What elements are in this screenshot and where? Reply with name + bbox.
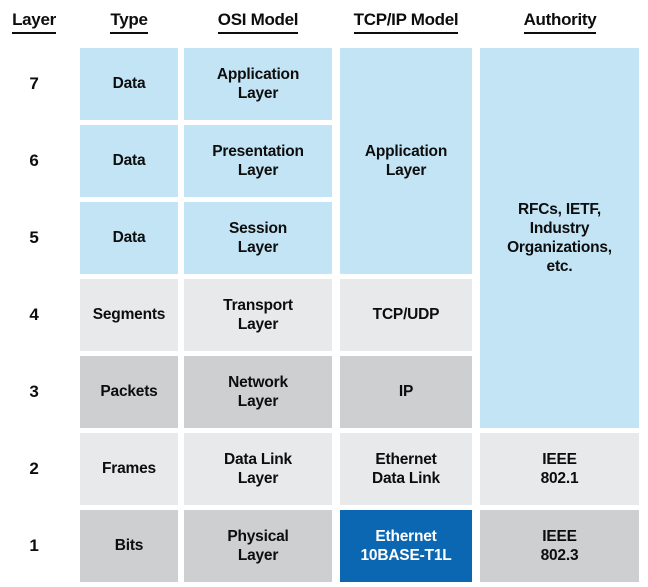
tcpip-cell-tcp-udp: TCP/UDP [340, 279, 472, 351]
type-cell-layer-7: Data [80, 48, 178, 120]
column-header-layer-label: Layer [12, 10, 56, 34]
tcpip-cell-ethernet-data-link-line1: Ethernet [375, 450, 437, 468]
osi-cell-layer-5-line1: Session [228, 219, 288, 237]
authority-cell-ieee-802-1: IEEE 802.1 [480, 433, 639, 505]
type-cell-layer-5: Data [80, 202, 178, 274]
tcpip-cell-ethernet-10base-t1l-highlighted: Ethernet 10BASE-T1L [340, 510, 472, 582]
tcpip-cell-ip: IP [340, 356, 472, 428]
column-header-authority-label: Authority [523, 10, 597, 34]
column-header-type-label: Type [110, 10, 148, 34]
layer-number-1: 1 [29, 535, 39, 555]
authority-cell-rfcs-ietf-line4: etc. [546, 258, 573, 276]
type-cell-layer-6: Data [80, 125, 178, 197]
osi-cell-layer-1-line1: Physical [227, 527, 289, 545]
tcpip-cell-ethernet-10base-t1l-line2: 10BASE-T1L [360, 547, 452, 564]
layer-number-6: 6 [29, 150, 39, 170]
osi-cell-layer-6-line1: Presentation [212, 142, 304, 160]
authority-cell-rfcs-ietf: RFCs, IETF, Industry Organizations, etc. [480, 48, 639, 428]
column-header-tcpip-model: TCP/IP Model [340, 10, 472, 34]
authority-cell-rfcs-ietf-line3: Organizations, [507, 239, 612, 256]
tcpip-cell-ip-line1: IP [398, 383, 414, 401]
osi-cell-layer-4-line1: Transport [223, 296, 293, 314]
osi-cell-layer-1-line2: Layer [237, 547, 279, 564]
column-header-type: Type [80, 10, 178, 34]
layer-number-5: 5 [29, 227, 39, 247]
osi-cell-layer-2-line2: Layer [237, 470, 279, 487]
authority-cell-ieee-802-3-line2: 802.3 [540, 547, 579, 564]
osi-cell-layer-3-line1: Network [228, 373, 288, 391]
osi-cell-layer-5-line2: Layer [237, 239, 279, 256]
authority-cell-ieee-802-3-line1: IEEE [542, 527, 577, 545]
osi-cell-layer-7-line1: Application [216, 65, 300, 83]
column-header-osi-model: OSI Model [184, 10, 332, 34]
column-header-authority: Authority [480, 10, 640, 34]
authority-cell-rfcs-ietf-line1: RFCs, IETF, [517, 200, 602, 218]
osi-cell-layer-4-line2: Layer [237, 316, 279, 333]
osi-cell-layer-2-line1: Data Link [224, 450, 292, 468]
tcpip-cell-application-layer-line2: Layer [385, 162, 427, 179]
layer-number-7: 7 [29, 73, 39, 93]
authority-cell-ieee-802-3: IEEE 802.3 [480, 510, 639, 582]
tcpip-cell-ethernet-10base-t1l-line1: Ethernet [375, 527, 437, 545]
osi-cell-layer-7-line2: Layer [237, 85, 279, 102]
column-header-osi-model-label: OSI Model [217, 10, 299, 34]
authority-cell-rfcs-ietf-line2: Industry [529, 219, 590, 237]
authority-cell-ieee-802-1-line1: IEEE [542, 450, 577, 468]
layer-number-3: 3 [29, 381, 39, 401]
type-cell-layer-4: Segments [80, 279, 178, 351]
tcpip-cell-application-layer-line1: Application [364, 142, 448, 160]
type-cell-layer-2: Frames [80, 433, 178, 505]
osi-cell-layer-3-line2: Layer [237, 393, 279, 410]
osi-cell-layer-6-line2: Layer [237, 162, 279, 179]
layer-number-2: 2 [29, 458, 39, 478]
type-cell-layer-3: Packets [80, 356, 178, 428]
table-header-row: Layer Type OSI Model TCP/IP Model Author… [0, 10, 648, 40]
column-header-tcpip-model-label: TCP/IP Model [353, 10, 459, 34]
type-cell-layer-1: Bits [80, 510, 178, 582]
layer-number-4: 4 [29, 304, 39, 324]
authority-cell-ieee-802-1-line2: 802.1 [540, 470, 579, 487]
table-body: 7 6 5 4 3 2 1 Data Data Data Segments Pa… [0, 48, 648, 582]
tcpip-cell-ethernet-data-link-line2: Data Link [372, 470, 440, 487]
column-header-layer: Layer [0, 10, 68, 34]
tcpip-cell-tcp-udp-line1: TCP/UDP [372, 306, 440, 324]
